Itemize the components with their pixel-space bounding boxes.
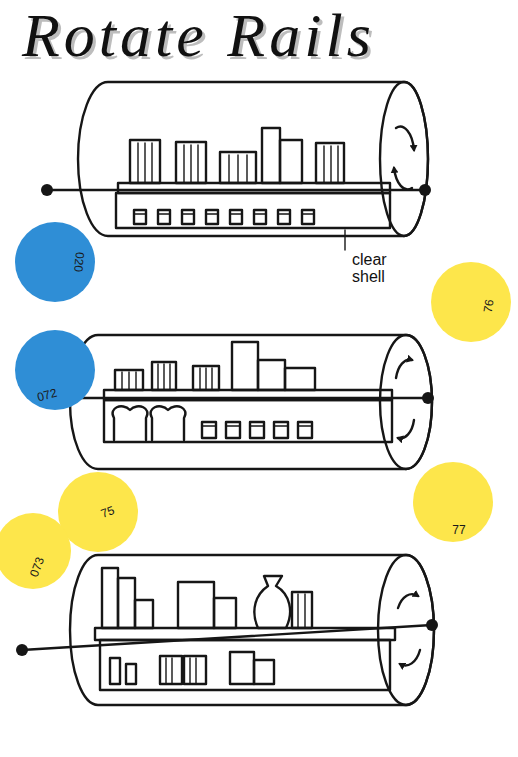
rail-cylinder <box>16 555 438 705</box>
sticker-dot: 77 <box>413 462 493 542</box>
rail-cylinder <box>41 82 431 250</box>
title: Rotate Rails <box>22 4 375 66</box>
sticker-dot: 75 <box>58 472 138 552</box>
callout-label: clear shell <box>352 252 414 286</box>
callout-number: 073 <box>27 555 47 579</box>
callout-number: 072 <box>36 386 59 405</box>
callout-number: 76 <box>481 298 497 314</box>
sticker-dot: 072 <box>15 330 95 410</box>
callout-number: 020 <box>71 251 87 272</box>
callout-number: 77 <box>452 523 465 537</box>
callout-number: 75 <box>99 503 116 521</box>
sticker-dot: 020 <box>15 222 95 302</box>
rail-cylinder <box>45 335 434 469</box>
sticker-dot: 76 <box>431 262 511 342</box>
sticker-dot: 073 <box>0 513 71 589</box>
